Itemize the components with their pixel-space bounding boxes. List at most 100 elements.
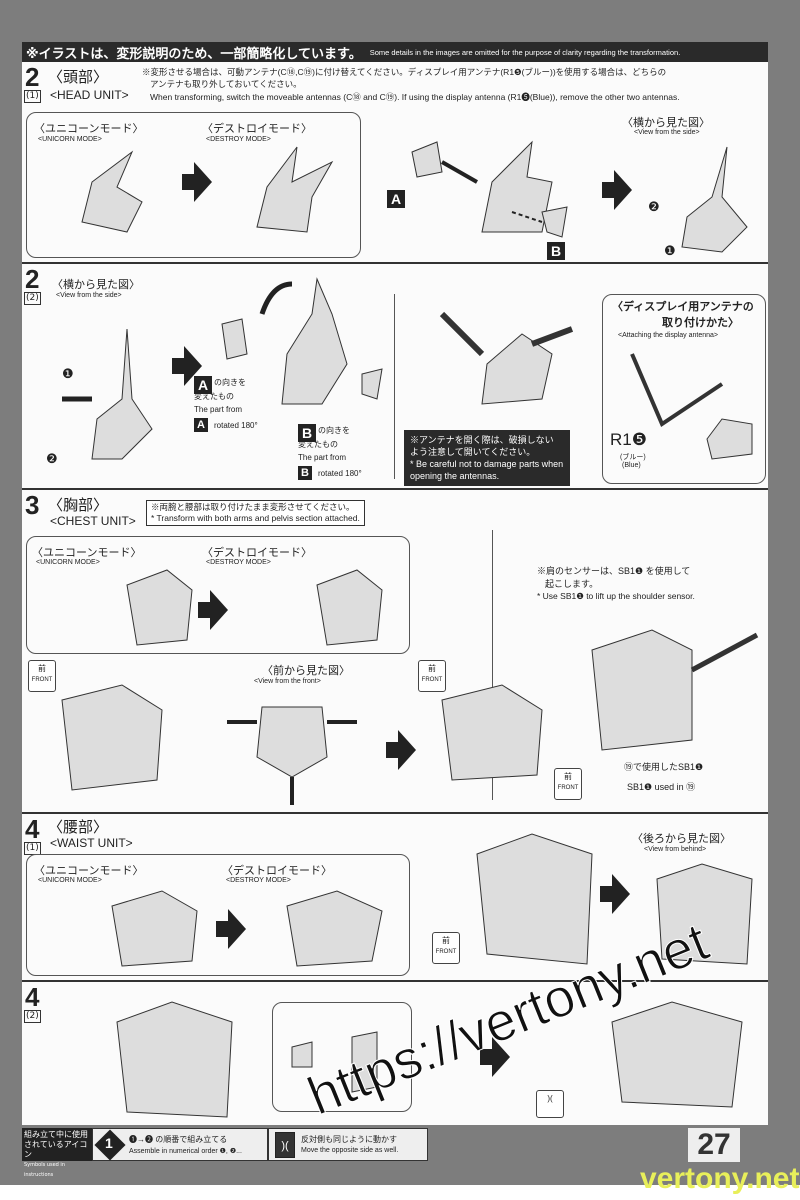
next-arrow-icon	[602, 170, 632, 210]
front-en: FRONT	[557, 785, 579, 791]
display-antenna-box	[602, 294, 766, 484]
front-view-label: 〈前から見た図〉	[262, 664, 350, 677]
next-arrow-icon	[480, 1037, 510, 1077]
divider	[492, 530, 493, 800]
a-rotated-en-1: The part from	[194, 405, 243, 414]
page-number: 27	[688, 1128, 740, 1162]
armor-hinge-detail-illustration	[291, 1031, 378, 1093]
display-antenna-part: R1❺	[610, 430, 647, 449]
unicorn-mode-label-en: <UNICORN MODE>	[38, 136, 102, 143]
display-antenna-title-2: 取り付けかた〉	[662, 316, 739, 329]
front-jp: 前	[564, 772, 572, 781]
front-en: FRONT	[31, 677, 53, 683]
a-rotated-jp-1: の向きを	[214, 378, 246, 387]
antenna-note-en: When transforming, switch the moveable a…	[150, 92, 680, 102]
a-rotated-en-2: rotated 180°	[214, 421, 258, 430]
order-jp: ❶→❷ の順番で組み立てる	[129, 1135, 228, 1144]
antenna-note-jp-2: アンテナも取り外しておいてください。	[150, 79, 302, 89]
order-icon-number: 1	[105, 1135, 113, 1151]
chest-note-en: * Transform with both arms and pelvis se…	[151, 513, 360, 523]
head-unicorn-illustration	[81, 150, 143, 233]
front-jp: 前	[428, 664, 436, 673]
symbols-legend-title: 組み立て中に使用 されているアイコン Symbols used in instr…	[22, 1128, 92, 1178]
warning-jp: ※アンテナを開く際は、破損しない よう注意して開いてください。	[410, 435, 554, 457]
substep-number: (1)	[24, 90, 41, 103]
step-marker-1: ❶	[664, 243, 676, 258]
waist-unicorn-illustration	[111, 890, 198, 967]
opposite-side-icon: )(	[536, 1090, 564, 1118]
head-antenna-swap-illustration	[411, 140, 568, 238]
sensor-note-en: * Use SB1❶ to lift up the shoulder senso…	[537, 591, 695, 601]
b-rotated-en-1: The part from	[298, 453, 347, 462]
part-label-b: B	[298, 424, 316, 442]
step-3-chest-unit: 3 〈胸部〉 <CHEST UNIT> ※両腕と腰部は取り付けたまま変形させてく…	[22, 488, 768, 812]
sb1-used-jp: ⑲で使用したSB1❶	[624, 762, 704, 772]
step-number: 4	[25, 982, 40, 1012]
part-label-a: A	[194, 376, 212, 394]
step-2-1-head-unit: 2 (1) 〈頭部〉 <HEAD UNIT> ※変形させる場合は、可動アンテナ(…	[22, 62, 768, 262]
side-view-label-en: <View from the side>	[56, 292, 122, 299]
destroy-mode-label: 〈デストロイモード〉	[202, 122, 312, 135]
chest-unicorn-illustration	[126, 569, 193, 646]
symbols-title-jp-2: されているアイコン	[24, 1140, 88, 1159]
front-view-label-en: <View from the front>	[254, 678, 321, 685]
antenna-open-illustration	[439, 311, 574, 405]
chest-side-illustration	[61, 684, 163, 791]
b-rotated-jp-2: 変えたもの	[298, 440, 338, 449]
next-arrow-icon	[386, 730, 416, 770]
shoulder-sensor-illustration	[591, 629, 759, 751]
chest-note-jp: ※両腕と腰部は取り付けたまま変形させてください。	[151, 502, 355, 512]
head-side-illustration	[681, 146, 748, 253]
antenna-warning-note: ※アンテナを開く際は、破損しない よう注意して開いてください。 * Be car…	[404, 430, 570, 486]
substep-number: (2)	[24, 292, 41, 305]
section-title-en: <WAIST UNIT>	[50, 836, 133, 850]
next-arrow-icon	[198, 590, 228, 630]
destroy-mode-label-en: <DESTROY MODE>	[226, 877, 291, 884]
waist-behind-illustration	[656, 863, 753, 965]
part-label-a: A	[387, 190, 405, 208]
unicorn-mode-label-en: <UNICORN MODE>	[38, 877, 102, 884]
symbol-opposite-side: )( 反対側も同じように動かす Move the opposite side a…	[268, 1128, 428, 1161]
display-antenna-title-en: <Attaching the display antenna>	[618, 332, 719, 339]
head-destroy-illustration	[256, 146, 334, 233]
header-note-jp: ※イラストは、変形説明のため、一部簡略化しています。	[26, 46, 362, 62]
chest-destroy-illustration	[316, 569, 383, 646]
next-arrow-icon	[600, 874, 630, 914]
part-color-en: (Blue)	[622, 462, 641, 469]
step-marker-2: ❷	[46, 451, 58, 466]
chest-sensor-illustration	[441, 684, 543, 781]
symbols-title-en: Symbols used in instructions	[24, 1162, 65, 1178]
order-en: Assemble in numerical order ❶, ❷...	[129, 1148, 242, 1155]
antenna-rotation-illustration	[221, 277, 383, 405]
destroy-mode-label: 〈デストロイモード〉	[202, 546, 312, 559]
chest-note: ※両腕と腰部は取り付けたまま変形させてください。 * Transform wit…	[146, 500, 365, 526]
header-note-en: Some details in the images are omitted f…	[369, 47, 681, 57]
side-view-label-en: <View from the side>	[634, 129, 700, 136]
waist-transform-illustration	[476, 833, 593, 965]
step-4-2-waist-unit: 4 (2) )(	[22, 980, 768, 1125]
section-title-en: <HEAD UNIT>	[50, 88, 129, 102]
part-color-jp: (ブルー)	[620, 454, 646, 461]
front-indicator: 前 FRONT	[554, 768, 582, 800]
b-rotated-en-2: rotated 180°	[318, 469, 362, 478]
b-rotated-jp-1: の向きを	[318, 426, 350, 435]
display-antenna-title-1: 〈ディスプレイ用アンテナの	[612, 300, 754, 313]
step-number: 4	[25, 814, 40, 844]
waist-armor-illustration	[116, 1001, 233, 1118]
opposite-side-icon: )(	[275, 1132, 295, 1158]
waist-result-illustration	[611, 1001, 743, 1108]
watermark-site: vertony.net	[640, 1162, 800, 1195]
opposite-en: Move the opposite side as well.	[301, 1147, 399, 1154]
opposite-jp: 反対側も同じように動かす	[301, 1135, 397, 1144]
display-antenna-illustration	[630, 353, 753, 460]
unicorn-mode-label: 〈ユニコーンモード〉	[34, 122, 144, 135]
section-title-jp: 〈胸部〉	[48, 496, 109, 514]
step-number: 3	[25, 490, 40, 520]
mode-comparison-box	[26, 112, 361, 258]
step-4-1-waist-unit: 4 (1) 〈腰部〉 <WAIST UNIT> 〈ユニコーンモード〉 <UNIC…	[22, 812, 768, 980]
unicorn-mode-label: 〈ユニコーンモード〉	[32, 546, 142, 559]
warning-en: * Be careful not to damage parts when op…	[410, 459, 564, 481]
symbols-title-jp-1: 組み立て中に使用	[24, 1130, 88, 1139]
detail-box	[272, 1002, 412, 1112]
